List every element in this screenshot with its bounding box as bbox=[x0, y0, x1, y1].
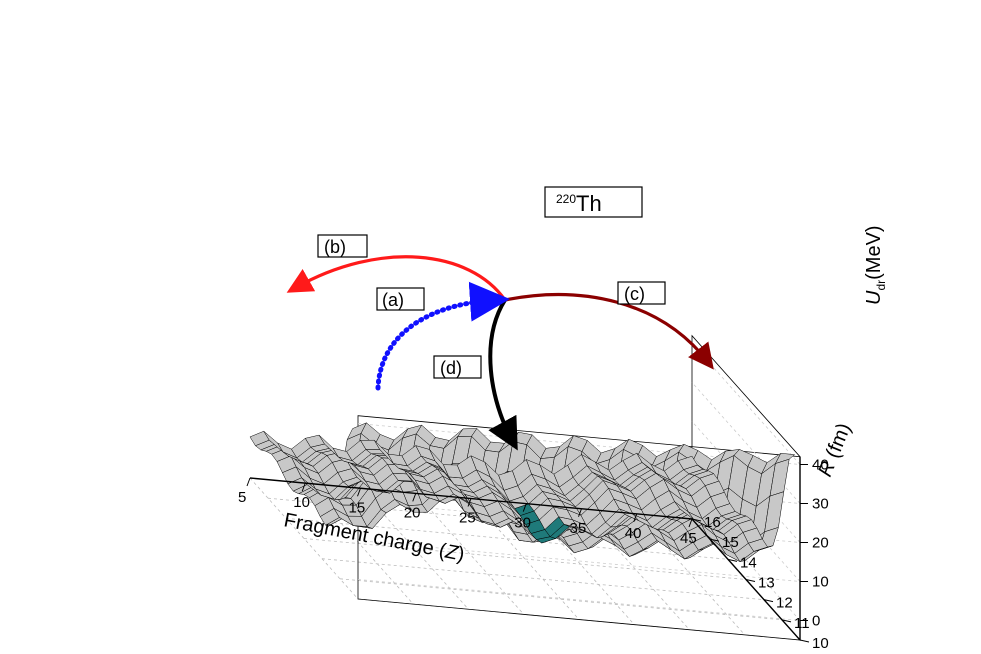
title-box bbox=[544, 186, 643, 218]
path-label-d: (d) bbox=[440, 358, 462, 378]
y-tick-mark bbox=[799, 639, 810, 643]
path-label-c: (c) bbox=[624, 284, 645, 304]
z-tick-label: 10 bbox=[812, 574, 829, 591]
label-b-box bbox=[317, 234, 368, 258]
y-tick-mark bbox=[709, 538, 720, 542]
title-superscript: 220 bbox=[556, 192, 576, 206]
x-tick-label: 20 bbox=[404, 504, 421, 521]
x-tick-label: 25 bbox=[459, 510, 476, 527]
y-tick-mark bbox=[727, 558, 738, 562]
floor-gridline bbox=[303, 538, 747, 580]
x-tick-label: 40 bbox=[625, 525, 642, 542]
path-c bbox=[504, 293, 714, 370]
x-tick-mark bbox=[688, 518, 693, 528]
wall-gridline bbox=[357, 382, 801, 504]
x-tick-label: 35 bbox=[570, 520, 587, 537]
floor-gridline bbox=[321, 558, 765, 601]
y-tick-label: 11 bbox=[794, 615, 810, 632]
x-tick-label: 10 bbox=[293, 494, 310, 511]
label-c-box bbox=[617, 281, 666, 305]
y-tick-label: 13 bbox=[758, 575, 775, 592]
x-tick-mark bbox=[246, 477, 251, 487]
x-tick-mark bbox=[357, 488, 361, 497]
x-tick-mark bbox=[301, 482, 306, 492]
z-axis-title: Udr(MeV) bbox=[863, 225, 888, 305]
y-tick-mark bbox=[691, 518, 702, 522]
y-tick-label: 10 bbox=[812, 635, 829, 652]
x-tick-mark bbox=[522, 503, 527, 512]
z-tick-label: 40 bbox=[812, 457, 829, 474]
z-tick-label: 30 bbox=[812, 496, 829, 513]
floor-gridline bbox=[339, 578, 783, 621]
x-tick-mark bbox=[578, 508, 582, 517]
x-tick-mark bbox=[633, 513, 638, 523]
z-tick-label: 20 bbox=[812, 535, 829, 552]
annotations: 220Th (b) (a) (c) (d) bbox=[317, 186, 666, 379]
y-tick-label: 16 bbox=[704, 514, 721, 531]
trajectory-paths bbox=[286, 255, 714, 451]
path-label-a: (a) bbox=[382, 290, 404, 310]
y-tick-label: 15 bbox=[722, 534, 739, 551]
z-tick-label: 0 bbox=[812, 613, 820, 630]
x-tick-label: 5 bbox=[238, 489, 246, 506]
path-d bbox=[488, 298, 518, 451]
y-tick-label: 12 bbox=[776, 595, 793, 612]
x-tick-label: 45 bbox=[680, 530, 697, 547]
y-tick-label: 14 bbox=[740, 554, 757, 571]
label-a-box bbox=[376, 287, 425, 311]
y-axis-title: R (fm) bbox=[814, 420, 855, 480]
x-tick-mark bbox=[412, 493, 417, 502]
label-d-box bbox=[433, 355, 482, 379]
y-tick-mark bbox=[781, 619, 792, 623]
y-tick-mark bbox=[763, 599, 774, 603]
x-tick-mark bbox=[467, 498, 472, 507]
x-tick-label: 30 bbox=[514, 515, 531, 532]
path-a bbox=[375, 281, 510, 391]
y-tick-mark bbox=[745, 579, 756, 582]
chart-title: 220Th bbox=[556, 191, 602, 216]
potential-surface bbox=[249, 422, 796, 563]
wall-gridline bbox=[357, 343, 801, 465]
title-element: Th bbox=[576, 191, 602, 216]
surface-cell bbox=[677, 455, 698, 470]
x-tick-label: 15 bbox=[349, 499, 366, 516]
path-label-b: (b) bbox=[324, 237, 346, 257]
